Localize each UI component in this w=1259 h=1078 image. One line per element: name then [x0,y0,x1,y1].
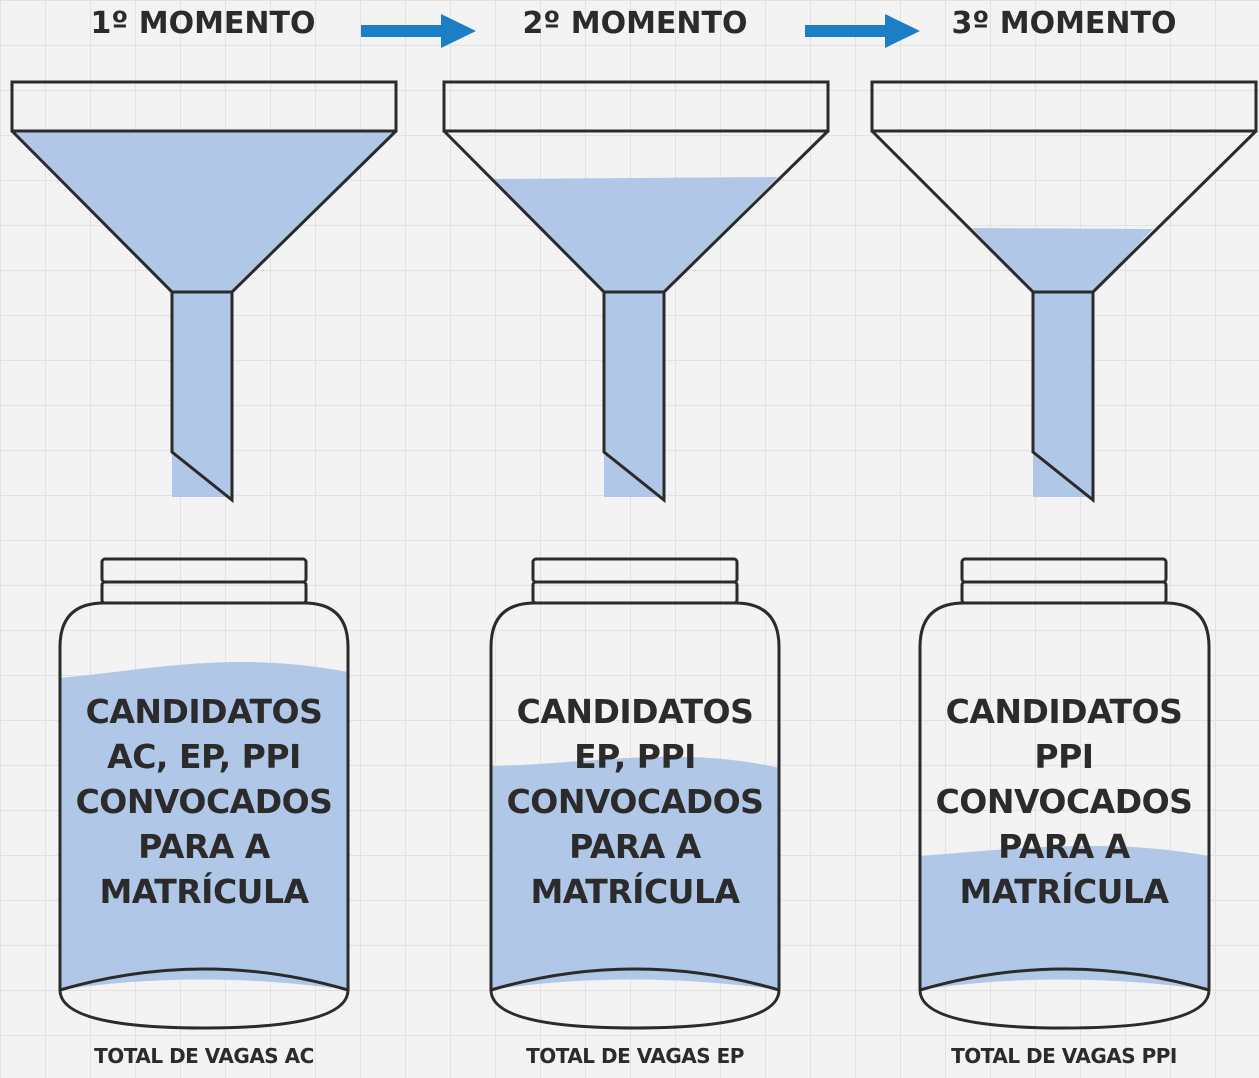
jar-1-lid-top [100,557,308,584]
funnel-2-liquid-spout [604,292,664,497]
jar-3 [918,557,1211,1030]
funnel-1-rim [10,80,398,133]
jar-3-body [918,601,1211,1030]
jar-2-base-curve [490,967,780,992]
arrow-1-to-2 [361,14,476,48]
jar-1 [58,557,350,1030]
jar-3-label: CANDIDATOS PPI CONVOCADOS PARA A MATRÍCU… [919,689,1209,914]
funnel-2 [442,80,830,504]
jar-1-lid-bottom [100,580,308,605]
jar-2-body [489,601,781,1030]
funnel-3-liquid-spout [1033,292,1093,497]
jar-2-line-5: MATRÍCULA [530,872,740,911]
jar-2-lid-top [531,557,739,584]
jar-1-body [58,601,350,1030]
jar-2-line-2: EP, PPI [574,737,696,776]
jar-3-line-2: PPI [1034,737,1094,776]
stage-2-heading: 2º MOMENTO [522,6,748,41]
jar-2-line-3: CONVOCADOS [506,782,764,821]
jar-2-line-4: PARA A [569,827,701,866]
jar-1-total: TOTAL DE VAGAS AC [94,1044,314,1068]
jar-3-lid-top [960,557,1168,584]
funnel-1-liquid [12,131,396,292]
funnel-3-rim [870,80,1258,133]
jar-3-line-3: CONVOCADOS [935,782,1193,821]
jar-1-liquid [60,662,348,990]
funnel-2-liquid [492,177,778,292]
stage-3-heading: 3º MOMENTO [951,6,1177,41]
funnel-2-rim [442,80,830,133]
jar-2-liquid [491,756,779,990]
funnel-1-liquid-spout [172,292,232,497]
jar-3-line-4: PARA A [998,827,1130,866]
jar-1-base-curve [59,967,349,992]
funnel-2-cone [442,129,830,504]
funnel-1-cone [10,129,398,504]
jar-1-label: CANDIDATOS AC, EP, PPI CONVOCADOS PARA A… [59,689,349,914]
funnel-3 [870,80,1258,504]
jar-2-total: TOTAL DE VAGAS EP [526,1044,744,1068]
funnel-1 [10,80,398,504]
jar-3-lid-bottom [960,580,1168,605]
jar-1-line-3: CONVOCADOS [75,782,333,821]
jar-3-line-5: MATRÍCULA [959,872,1169,911]
jar-2-lid-bottom [531,580,739,605]
stage-1-heading: 1º MOMENTO [90,6,316,41]
jar-1-line-1: CANDIDATOS [85,692,323,731]
funnel-3-cone [870,129,1258,504]
jar-3-liquid [920,845,1209,990]
jar-1-line-2: AC, EP, PPI [107,737,301,776]
jar-1-line-5: MATRÍCULA [99,872,309,911]
jar-2 [489,557,781,1030]
jar-3-total: TOTAL DE VAGAS PPI [951,1044,1177,1068]
jar-2-label: CANDIDATOS EP, PPI CONVOCADOS PARA A MAT… [490,689,780,914]
jar-1-line-4: PARA A [138,827,270,866]
arrow-2-to-3 [805,14,920,48]
jar-3-base-curve [919,967,1210,992]
jar-3-line-1: CANDIDATOS [945,692,1183,731]
jar-2-line-1: CANDIDATOS [516,692,754,731]
